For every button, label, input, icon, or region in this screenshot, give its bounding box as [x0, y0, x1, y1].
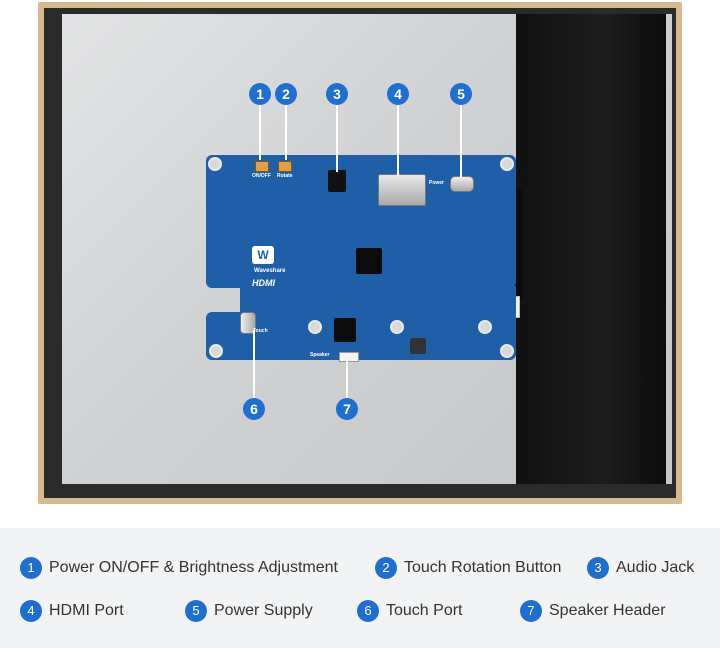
hdmi-port [378, 174, 426, 206]
callout-leader-3 [336, 104, 338, 172]
legend-item: 1 Power ON/OFF & Brightness Adjustment [20, 556, 338, 580]
pcb-board-lower [206, 312, 516, 360]
power-label: Power [429, 180, 445, 186]
legend-item: 5 Power Supply [185, 599, 313, 623]
rotate-button [278, 161, 292, 172]
callout-leader-6 [253, 330, 255, 398]
speaker-header [339, 352, 359, 362]
callout-badge-7: 7 [336, 398, 358, 420]
legend-number-badge: 2 [375, 557, 397, 579]
legend-label: Power ON/OFF & Brightness Adjustment [49, 559, 338, 576]
legend-label: HDMI Port [49, 602, 124, 619]
legend-label: Power Supply [214, 602, 313, 619]
legend-number-badge: 1 [20, 557, 42, 579]
speaker-label: Speaker [310, 352, 330, 358]
callout-badge-5: 5 [450, 83, 472, 105]
hdmi-logo: HDMI [252, 278, 275, 288]
mount-hole [308, 320, 322, 334]
callout-leader-5 [460, 104, 462, 178]
mount-hole [390, 320, 404, 334]
legend-number-badge: 4 [20, 600, 42, 622]
pcb-board-mid [240, 286, 516, 316]
legend-panel: 1 Power ON/OFF & Brightness Adjustment 2… [0, 528, 720, 648]
waveshare-logo-icon: W [252, 246, 274, 264]
onoff-button [255, 161, 269, 172]
callout-leader-7 [346, 360, 348, 398]
callout-badge-4: 4 [387, 83, 409, 105]
product-photo: ON/OFF Rotate Power W Waveshare HDMI Tou… [38, 2, 682, 504]
mount-hole [500, 157, 514, 171]
callout-leader-4 [397, 104, 399, 176]
callout-badge-3: 3 [326, 83, 348, 105]
mount-hole [208, 157, 222, 171]
mount-hole [209, 344, 223, 358]
legend-label: Speaker Header [549, 602, 666, 619]
touch-label: Touch [253, 328, 268, 334]
touch-usbc-port [240, 312, 256, 334]
rotate-label: Rotate [277, 173, 293, 179]
onoff-label: ON/OFF [252, 173, 271, 179]
callout-badge-6: 6 [243, 398, 265, 420]
audio-jack [328, 170, 346, 192]
legend-item: 4 HDMI Port [20, 599, 124, 623]
mount-hole [500, 344, 514, 358]
legend-label: Audio Jack [616, 559, 695, 576]
callout-badge-2: 2 [275, 83, 297, 105]
callout-leader-1 [259, 104, 261, 160]
power-usbc-port [450, 176, 474, 192]
legend-item: 3 Audio Jack [587, 556, 694, 580]
legend-label: Touch Port [386, 602, 463, 619]
legend-number-badge: 5 [185, 600, 207, 622]
main-chip [356, 248, 382, 274]
touch-chip [334, 318, 356, 342]
legend-number-badge: 3 [587, 557, 609, 579]
mount-hole [478, 320, 492, 334]
legend-item: 6 Touch Port [357, 599, 462, 623]
black-tape [516, 14, 666, 484]
legend-item: 2 Touch Rotation Button [375, 556, 561, 580]
inductor [410, 338, 426, 354]
callout-badge-1: 1 [249, 83, 271, 105]
legend-number-badge: 7 [520, 600, 542, 622]
callout-leader-2 [285, 104, 287, 160]
legend-item: 7 Speaker Header [520, 599, 666, 623]
brand-label: Waveshare [254, 268, 286, 274]
legend-label: Touch Rotation Button [404, 559, 562, 576]
legend-number-badge: 6 [357, 600, 379, 622]
